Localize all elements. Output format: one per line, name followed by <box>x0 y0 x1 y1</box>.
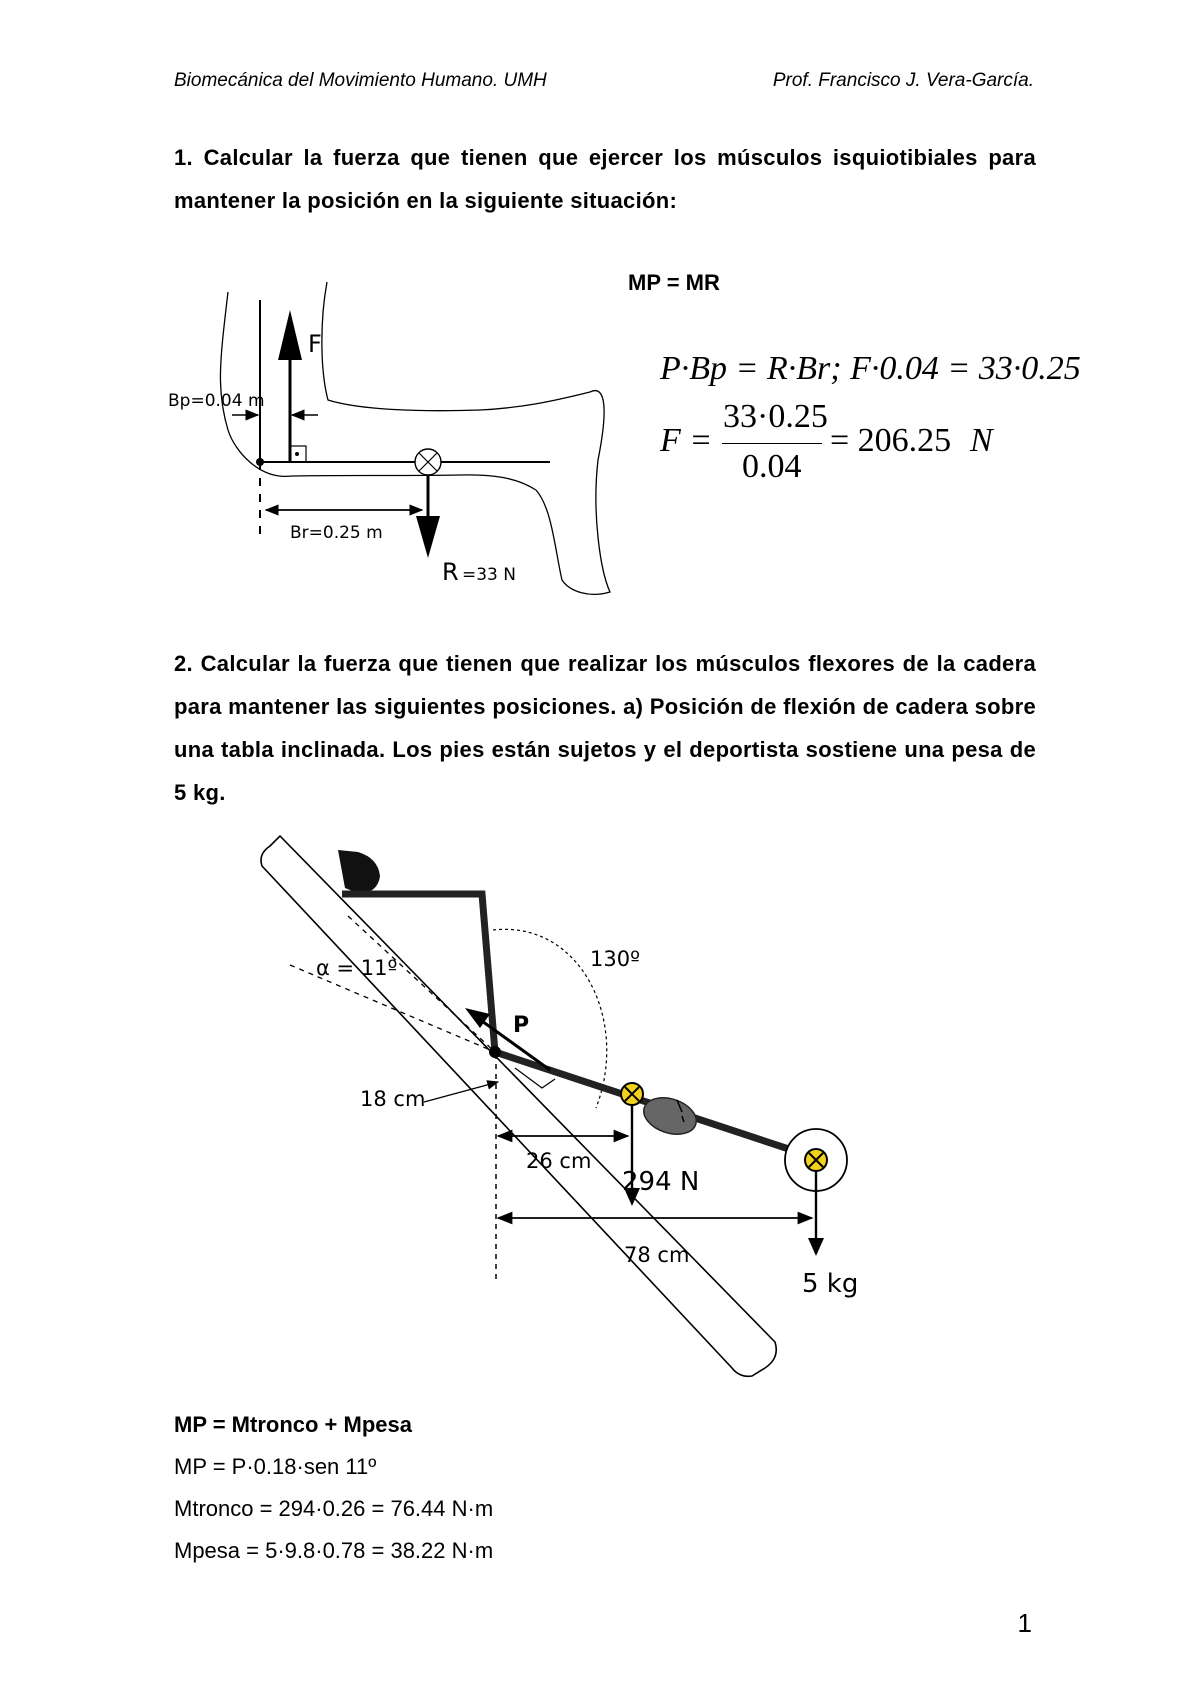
bp-label: Bp=0.04 m <box>168 391 265 411</box>
p-force-arrow-head <box>465 1008 490 1028</box>
hamstring-diagram: F Bp=0.04 m Br=0.25 m R =33 N <box>168 281 611 595</box>
equation-numerator: 33·0.25 <box>723 398 828 435</box>
equation-moment: P·Bp = R·Br; F·0.04 = 33·0.25 <box>660 350 1081 387</box>
foot-outline <box>535 389 611 595</box>
p-label: P <box>513 1013 529 1038</box>
equation-unit: N <box>970 422 993 459</box>
r-value-label: =33 N <box>462 565 516 585</box>
solution-line-2: MP = P·0.18·sen 11º <box>174 1454 377 1479</box>
page-number: 1 <box>1017 1608 1032 1638</box>
fraction-bar <box>722 443 822 444</box>
equation-result: = 206.25 <box>830 422 952 459</box>
angle-label: 130º <box>590 947 640 971</box>
equation-denominator: 0.04 <box>742 448 802 485</box>
head-icon <box>643 1097 697 1135</box>
thigh-outline-right <box>321 281 591 412</box>
equation-title: MP = MR <box>628 270 720 295</box>
w294-label: 294 N <box>622 1167 699 1197</box>
leg-segment <box>342 890 499 1053</box>
knee-joint <box>256 458 264 466</box>
inclined-board <box>260 834 778 1378</box>
br-label: Br=0.25 m <box>290 523 383 543</box>
solution-line-1: MP = Mtronco + Mpesa <box>174 1412 412 1437</box>
header-left: Biomecánica del Movimiento Humano. UMH <box>174 70 547 91</box>
alpha-label: α = 11º <box>316 956 397 980</box>
w5-label: 5 kg <box>802 1269 858 1299</box>
d26-label: 26 cm <box>526 1149 591 1173</box>
d18-label: 18 cm <box>360 1087 425 1111</box>
hip-flexion-diagram: α = 11º 130º P 18 cm 26 cm 294 N 78 cm 5… <box>260 834 858 1378</box>
r-label: R <box>442 558 459 586</box>
problem1-statement: 1. Calcular la fuerza que tienen que eje… <box>174 145 1036 213</box>
header-right: Prof. Francisco J. Vera-García. <box>772 70 1034 91</box>
leg-outline-bottom <box>291 474 537 491</box>
equation-lhs: F = <box>660 422 713 459</box>
thigh-outline <box>219 291 293 477</box>
solution-line-4: Mpesa = 5·9.8·0.78 = 38.22 N·m <box>174 1538 494 1563</box>
force-label: F <box>308 330 322 358</box>
foot-support <box>338 850 380 894</box>
force-arrow-head <box>278 310 302 360</box>
d78-label: 78 cm <box>624 1243 689 1267</box>
solution-line-3: Mtronco = 294·0.26 = 76.44 N·m <box>174 1496 494 1521</box>
problem2-statement: 2. Calcular la fuerza que tienen que rea… <box>174 651 1036 805</box>
weight-arrow-head <box>416 516 440 558</box>
